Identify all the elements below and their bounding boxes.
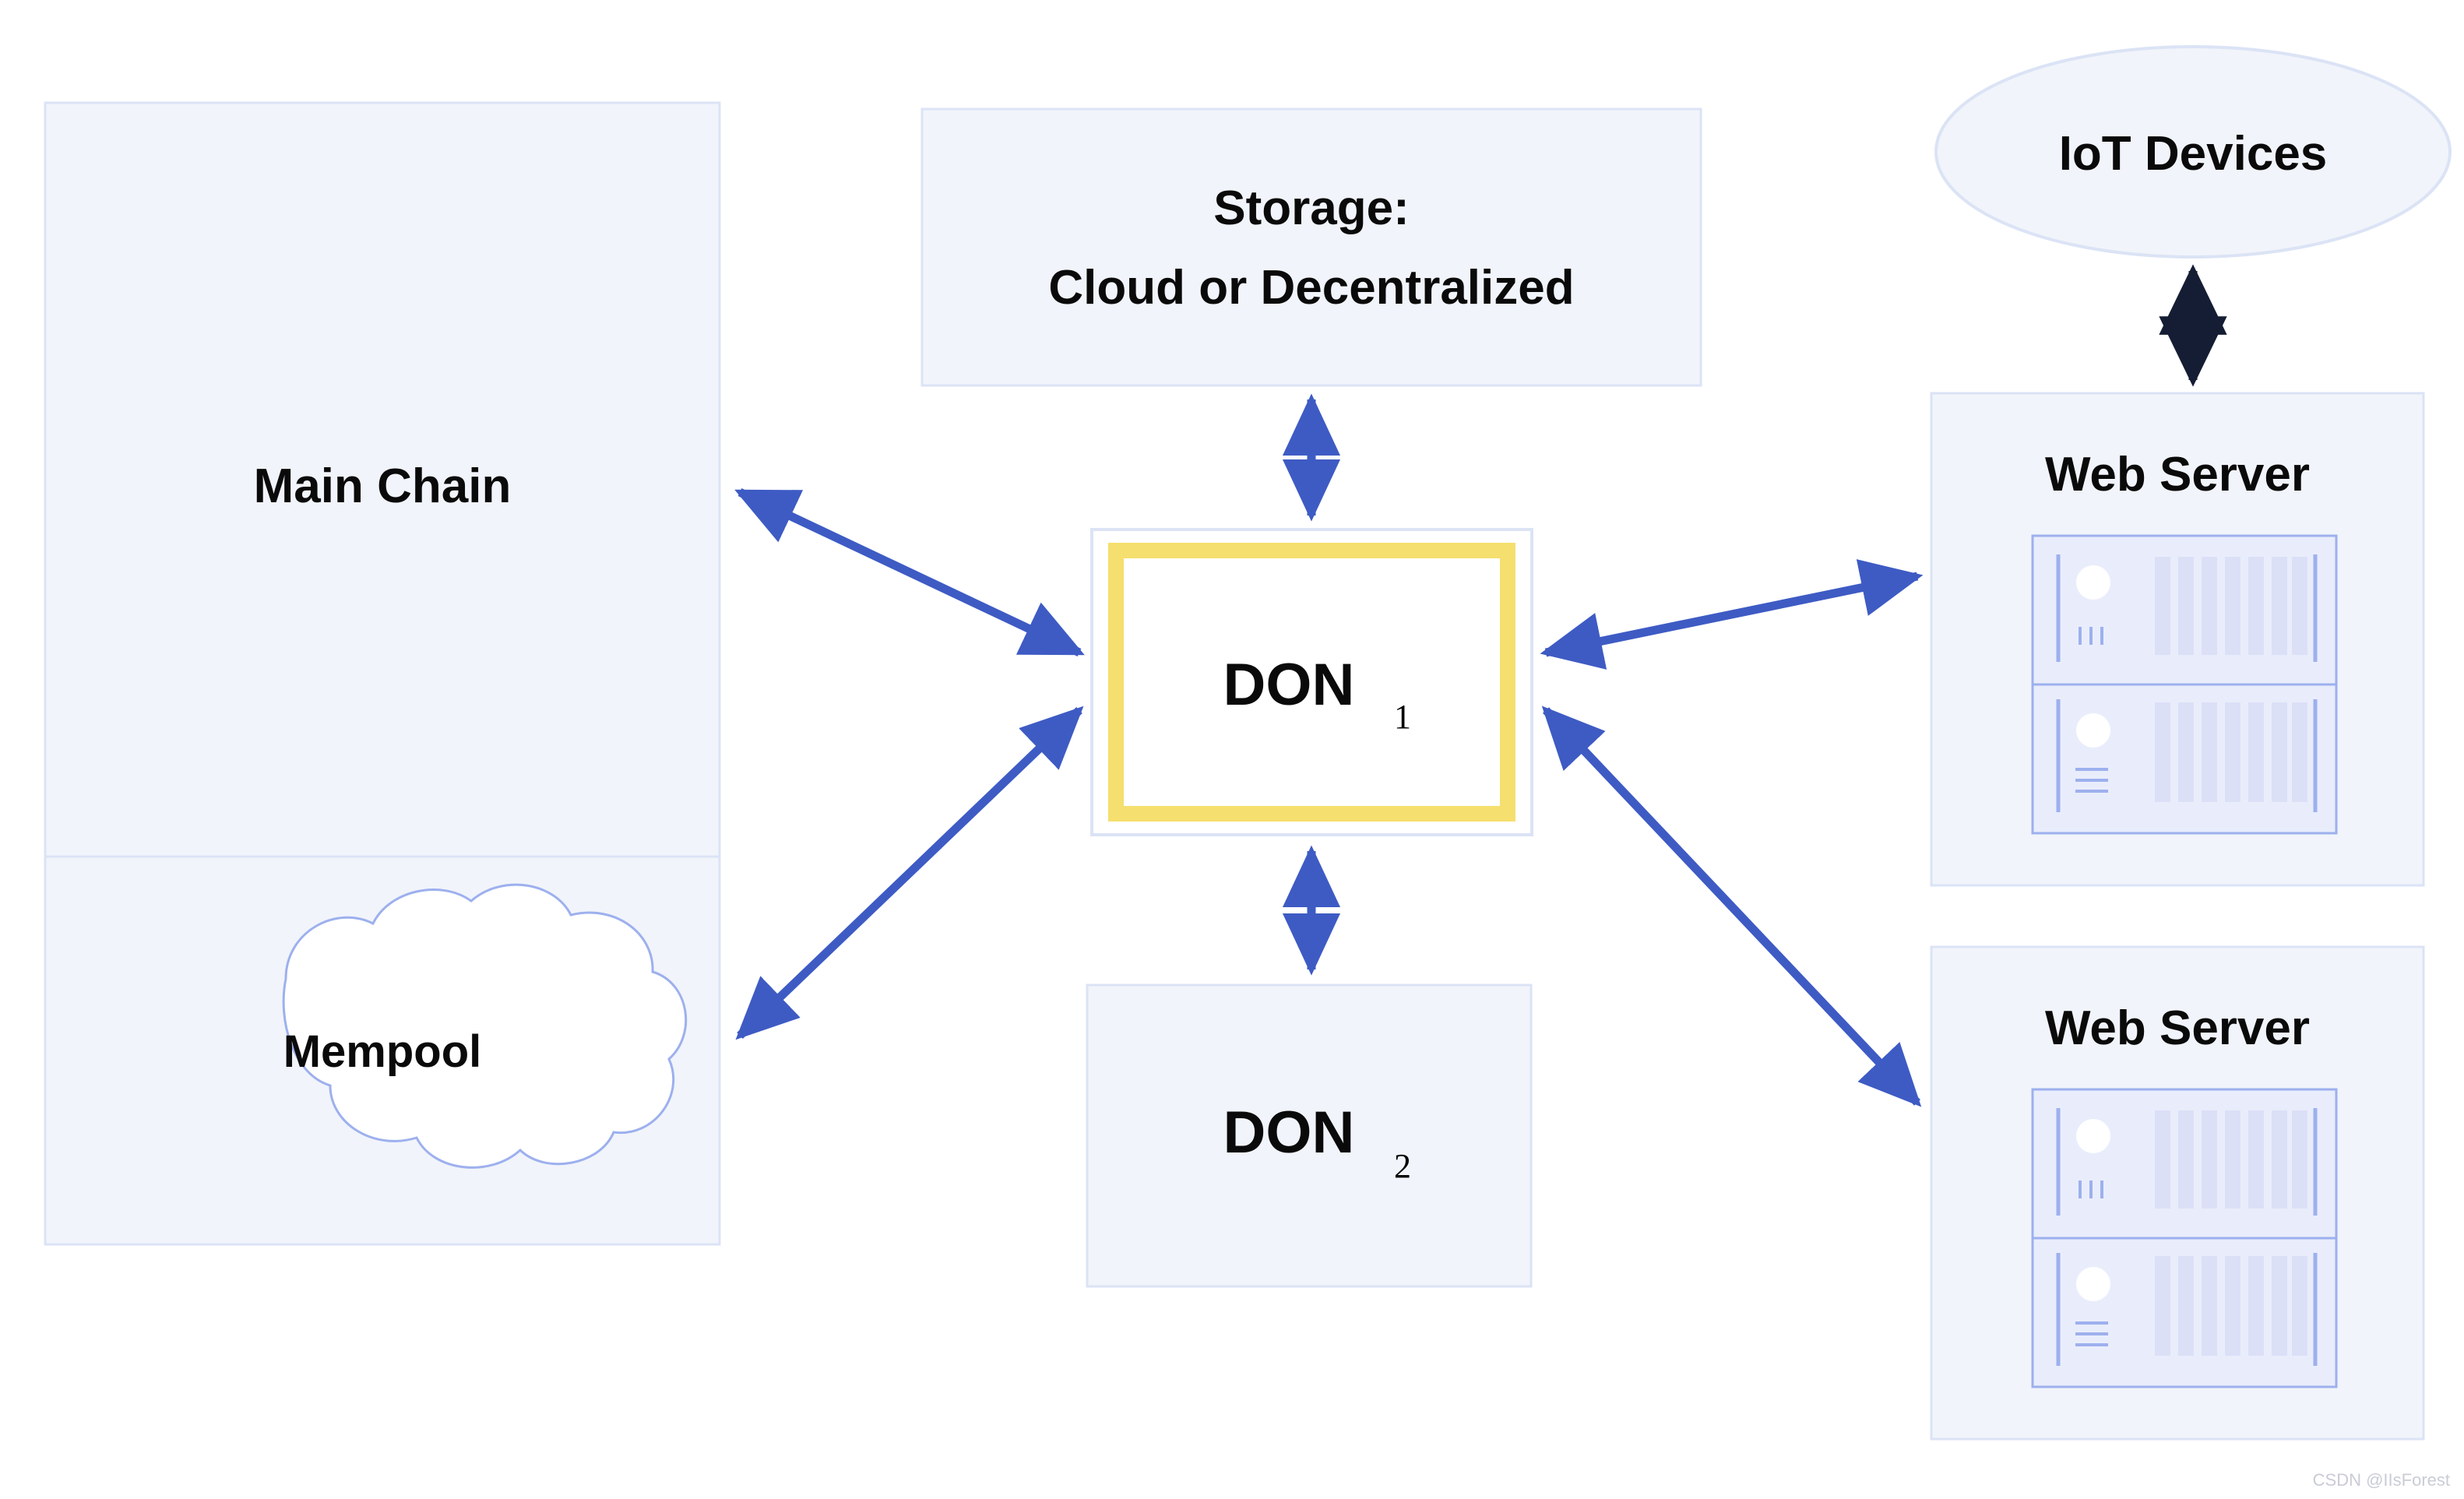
- mempool-cloud-shape[interactable]: [282, 883, 688, 1169]
- don1-label: DON: [1223, 652, 1355, 718]
- connector-don1-main-chain[interactable]: [734, 488, 1085, 656]
- storage-label-line1: Storage:: [1213, 181, 1409, 235]
- web-server-top-label: Web Server: [2045, 448, 2310, 501]
- server-vent-lines-bottom: [2075, 768, 2108, 793]
- storage-box[interactable]: [920, 107, 1702, 387]
- server-vent-ticks-top: [2079, 1181, 2103, 1198]
- server-status-light-bottom: [2076, 1267, 2110, 1301]
- don1-subscript: 1: [1394, 698, 1411, 736]
- node-don2[interactable]: DON 2: [1086, 983, 1533, 1288]
- web-server-bottom-label: Web Server: [2045, 1001, 2310, 1055]
- server-rack-icon: [2031, 534, 2338, 835]
- watermark: CSDN @IIsForest: [2313, 1470, 2450, 1490]
- don2-subscript: 2: [1394, 1147, 1411, 1185]
- server-status-light-bottom: [2076, 713, 2110, 748]
- node-don1[interactable]: DON 1: [1090, 528, 1533, 836]
- server-slot-bars-top: [2155, 557, 2307, 655]
- node-web-server-bottom[interactable]: Web Server: [1930, 945, 2425, 1441]
- server-slot-bars-top: [2155, 1110, 2307, 1209]
- server-slot-bars-bottom: [2155, 1256, 2307, 1356]
- server-slot-bars-bottom: [2155, 702, 2307, 802]
- storage-label-line2: Cloud or Decentralized: [1048, 261, 1574, 315]
- iot-devices-label: IoT Devices: [2059, 127, 2328, 181]
- server-status-light-top: [2076, 1119, 2110, 1153]
- node-iot-devices[interactable]: IoT Devices: [1934, 45, 2452, 259]
- server-vent-ticks-top: [2079, 627, 2103, 645]
- connector-layer: [734, 264, 2227, 1107]
- don2-label: DON: [1223, 1100, 1355, 1166]
- main-chain-label: Main Chain: [254, 459, 512, 513]
- server-rack-icon: [2031, 1088, 2338, 1388]
- connector-don1-web-server-bottom[interactable]: [1541, 706, 1922, 1107]
- node-web-server-top[interactable]: Web Server: [1930, 392, 2425, 887]
- don2-box[interactable]: [1086, 983, 1533, 1288]
- server-vent-lines-bottom: [2075, 1321, 2108, 1346]
- server-status-light-top: [2076, 565, 2110, 600]
- iot-devices-ellipse[interactable]: [1934, 45, 2452, 259]
- node-storage[interactable]: Storage: Cloud or Decentralized: [920, 107, 1702, 387]
- don1-highlight-border: [1108, 543, 1515, 822]
- connector-don1-mempool[interactable]: [735, 706, 1084, 1040]
- connector-don1-web-server-top[interactable]: [1540, 559, 1924, 670]
- node-mempool[interactable]: Mempool: [282, 883, 688, 1169]
- mempool-label: Mempool: [283, 1026, 482, 1077]
